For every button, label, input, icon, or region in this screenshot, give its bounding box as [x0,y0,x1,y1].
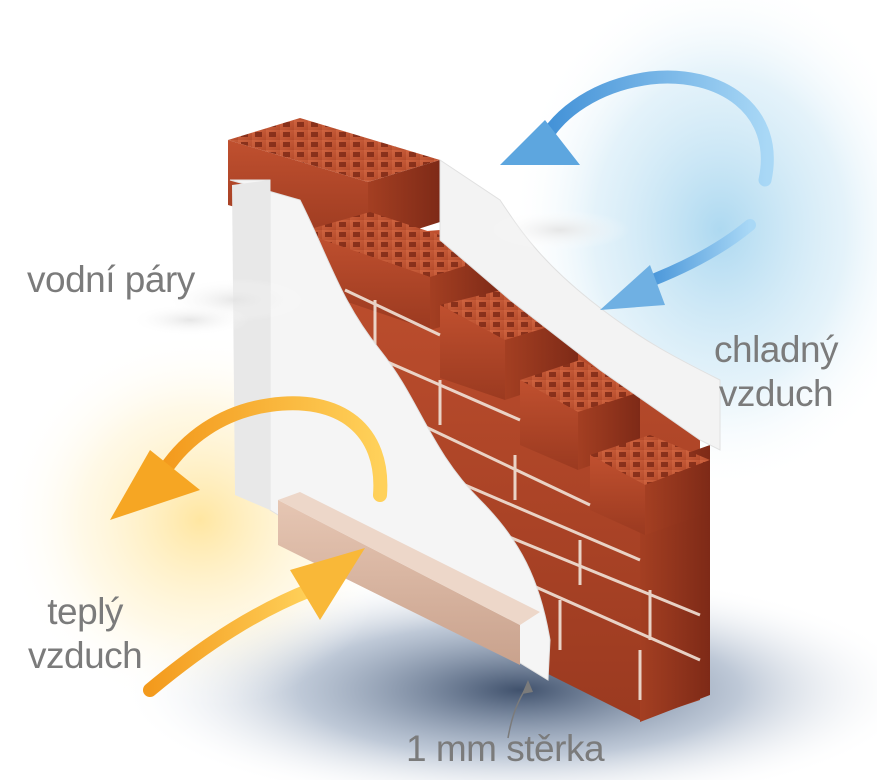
cold-arrow-lower-head [600,265,665,310]
cold-air-label: chladný vzduch [714,328,839,416]
cold-air-label-line1: chladný [714,329,839,370]
warm-arrow-upper [158,396,388,502]
base-board [278,492,540,665]
warm-arrow-lower-head [290,548,365,620]
water-vapor-puffs [130,210,630,336]
cold-arrow-upper-head [500,120,580,165]
plaster-pointer-tip [522,680,533,694]
warm-arrow-upper-head [110,450,200,520]
warm-air-label: teplý vzduch [28,590,143,678]
warm-arrow-lower [143,583,317,697]
cold-air-arrows [500,70,774,310]
cold-arrow-upper [533,70,774,187]
cold-air-label-line2: vzduch [718,373,834,414]
warm-air-label-line2: vzduch [28,635,143,676]
warm-air-label-line1: teplý [47,591,123,632]
warm-air-arrows [110,396,388,697]
water-vapor-label: vodní páry [27,259,195,300]
brick-step-5 [590,435,710,535]
insulation-layer [229,179,551,681]
plaster-label: 1 mm stěrka [406,728,605,769]
